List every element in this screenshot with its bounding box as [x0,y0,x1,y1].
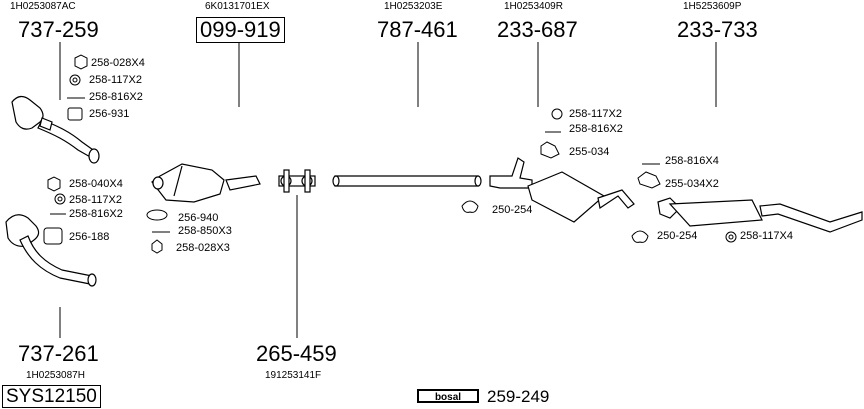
accessory-label[interactable]: 256-188 [69,231,110,243]
nut-icon [74,54,88,70]
accessory-label[interactable]: 258-816X2 [569,123,623,135]
accessory-label[interactable]: 256-931 [89,108,130,120]
part-number-front-pipe-top[interactable]: 737-259 [18,17,99,42]
accessory-label[interactable]: 258-040X4 [69,178,123,190]
gasket-ring-icon [146,209,168,221]
nut-icon [47,176,61,192]
bosal-logo: bosal [417,389,479,403]
oem-code: 1H0253409R [504,1,563,12]
part-number-rear-silencer[interactable]: 233-733 [677,17,758,42]
oem-code: 6K0131701EX [205,1,270,12]
front-pipe-bottom-drawing [5,214,97,287]
oem-code: 1H0253087AC [10,1,76,12]
accessory-label[interactable]: 258-117X2 [569,108,623,120]
accessory-label[interactable]: 258-816X4 [665,155,719,167]
part-number-front-pipe-bottom[interactable]: 737-261 [18,341,99,366]
part-number-middle-silencer[interactable]: 233-687 [497,17,578,42]
accessory-label[interactable]: 255-034X2 [665,178,719,190]
part-number-catalyst[interactable]: 099-919 [196,17,285,43]
part-number-clamp[interactable]: 265-459 [256,341,337,366]
accessory-label[interactable]: 258-850X3 [178,225,232,237]
part-number-middle-pipe[interactable]: 787-461 [377,17,458,42]
accessory-label[interactable]: 258-117X2 [89,74,143,86]
front-pipe-top-drawing [11,95,100,164]
rubber-hanger-icon [461,200,479,213]
system-id: SYS12150 [2,385,101,408]
nut-icon [151,239,163,254]
catalyst-drawing [151,163,261,203]
accessory-label[interactable]: 250-254 [657,230,698,242]
accessory-label[interactable]: 258-117X2 [69,194,123,206]
hanger-icon [637,171,661,189]
accessory-label[interactable]: 258-117X4 [740,230,794,242]
accessory-label[interactable]: 255-034 [569,146,610,158]
oem-code: 191253141F [265,370,322,381]
kit-code[interactable]: 259-249 [487,387,550,406]
oem-code: 1H0253203E [384,1,443,12]
accessory-label[interactable]: 258-816X2 [69,208,123,220]
gasket-icon [67,107,83,121]
rear-silencer-drawing [657,197,863,233]
accessory-label[interactable]: 258-028X4 [91,57,145,69]
middle-silencer-drawing [489,157,635,223]
hanger-icon [540,141,560,159]
gasket-icon [43,227,63,245]
oem-code: 1H0253087H [26,370,85,381]
washer-icon [551,108,563,120]
accessory-label[interactable]: 250-254 [492,204,533,216]
svg-text:bosal: bosal [435,392,461,403]
accessory-label[interactable]: 258-816X2 [89,91,143,103]
clamp-drawing [278,169,316,193]
middle-pipe-drawing [332,175,482,187]
accessory-label[interactable]: 256-940 [178,212,219,224]
oem-code: 1H5253609P [683,1,742,12]
accessory-label[interactable]: 258-028X3 [176,242,230,254]
rubber-hanger-icon [631,230,649,243]
